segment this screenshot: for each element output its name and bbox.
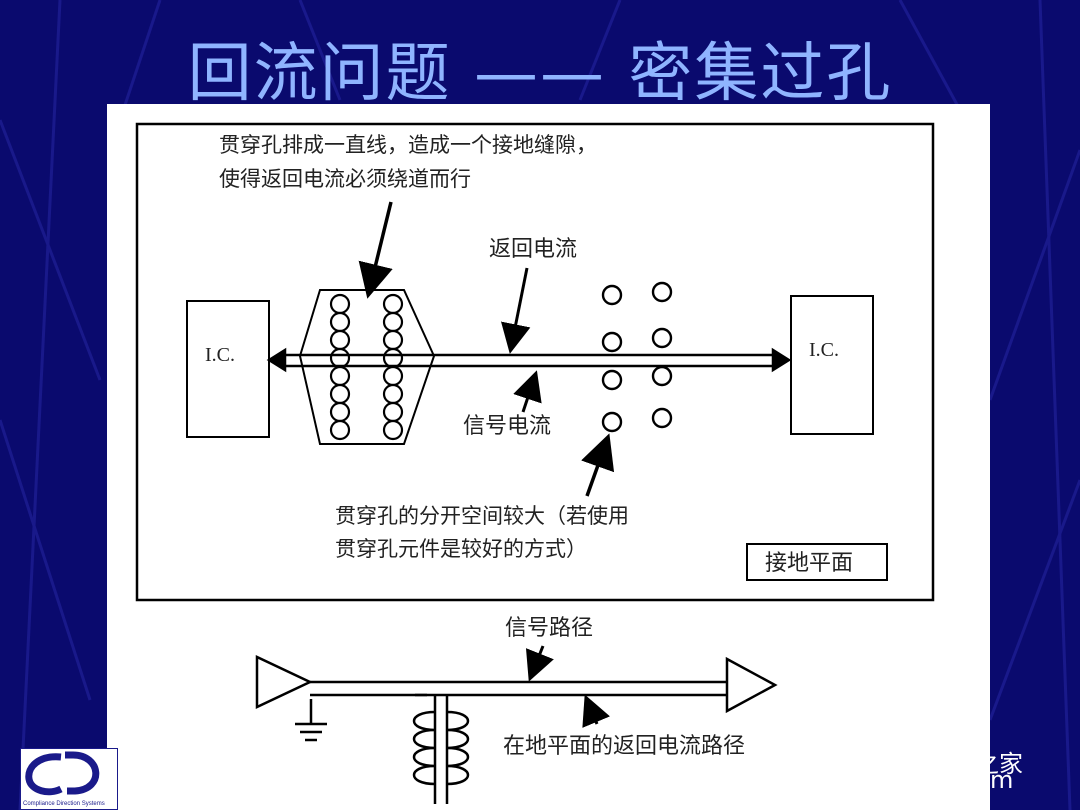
watermark: 电磁兼容之家 [845,744,1023,778]
signal-current-arrow [513,370,542,413]
diagram-svg: 贯穿孔排成一直线，造成一个接地缝隙， 使得返回电流必须绕道而行 I.C. I.C… [135,122,935,804]
signal-trace [266,347,792,373]
ic-left-box [186,300,270,438]
callout-bottom-line1: 贯穿孔的分开空间较大（若使用 [335,504,629,528]
callout-bottom-line2: 贯穿孔元件是较好的方式） [335,537,587,561]
ic-right-label: I.C. [809,339,839,361]
ground-plane-label-box [746,543,888,581]
company-logo: Compliance Direction Systems [20,748,118,810]
return-path-label: 在地平面的返回电流路径 [503,734,745,759]
sparse-vias [601,281,673,433]
return-path-arrow [582,694,611,728]
via-column-right [382,293,404,441]
watermark-text: 电磁兼容之家 [879,749,1023,778]
callout-top-arrow [358,201,393,299]
signal-current-label: 信号电流 [463,414,551,439]
ic-left-label: I.C. [205,344,235,366]
callout-bottom-arrow [581,433,615,497]
wechat-icon [845,751,870,771]
via-column-left [329,293,351,441]
via-stub-coil [413,695,469,804]
ground-plane-label: 接地平面 [765,551,853,576]
logo-mark [25,751,100,796]
receiver-triangle [725,656,778,714]
ground-plane-frame [135,122,935,602]
return-current-arrow [500,267,531,354]
diagram-panel: 贯穿孔排成一直线，造成一个接地缝隙， 使得返回电流必须绕道而行 I.C. I.C… [107,104,990,810]
ground-symbol [295,699,327,742]
return-current-label: 返回电流 [489,237,577,262]
slide-title: 回流问题 —— 密集过孔 [187,37,893,111]
transmission-line [310,680,727,697]
ic-right-box [790,295,874,435]
signal-path-label: 信号路径 [505,616,593,641]
callout-top-line1: 贯穿孔排成一直线，造成一个接地缝隙， [219,133,597,157]
signal-path-arrow [525,645,554,682]
callout-top-line2: 使得返回电流必须绕道而行 [219,167,471,191]
driver-triangle [255,655,313,709]
logo-text: Compliance Direction Systems [23,801,105,807]
corner-glyph: m [990,766,1014,794]
